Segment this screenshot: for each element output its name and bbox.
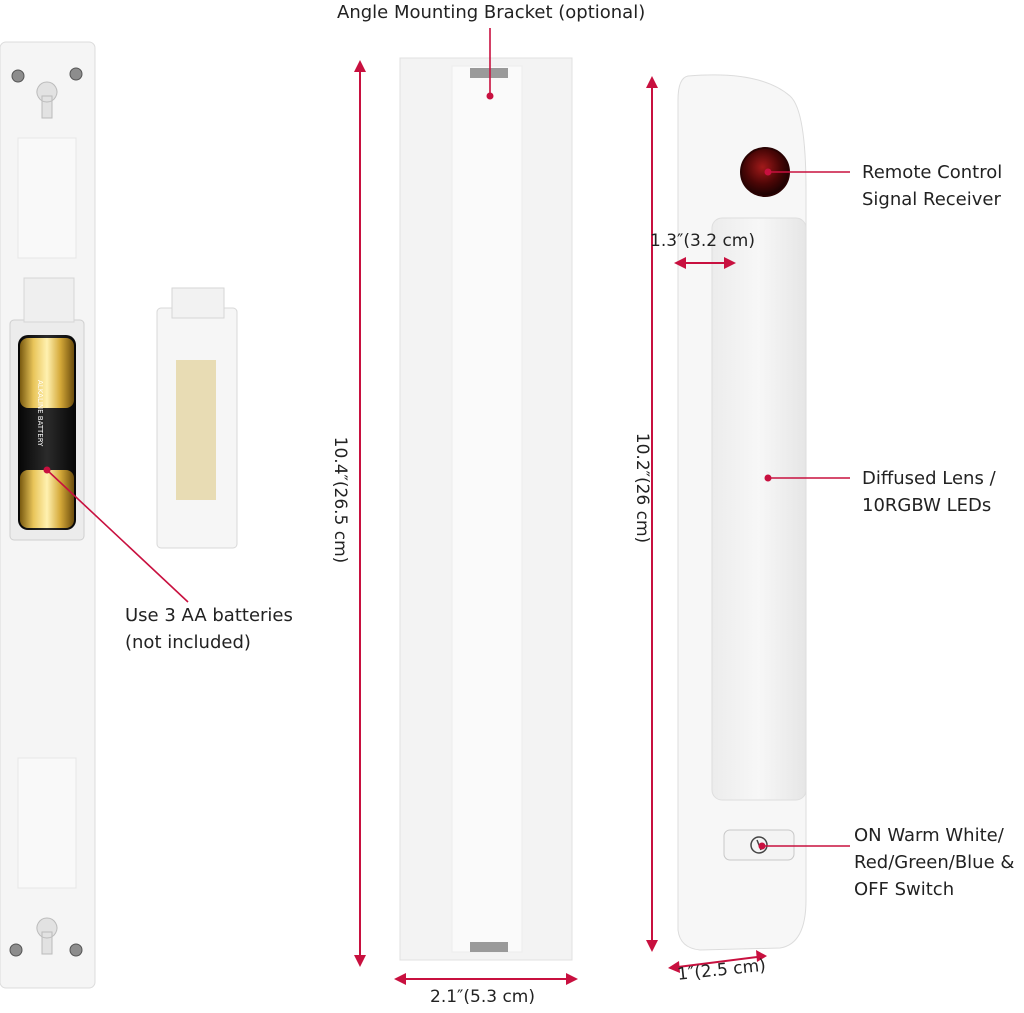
lens-label-line1: Diffused Lens / bbox=[862, 468, 996, 489]
battery-label-line2: (not included) bbox=[125, 632, 251, 653]
battery-label-line1: Use 3 AA batteries bbox=[125, 605, 293, 626]
receiver-label-line2: Signal Receiver bbox=[862, 189, 1001, 210]
light-bar bbox=[677, 74, 807, 951]
battery: ALKALINE BATTERY bbox=[18, 335, 76, 530]
receiver-label-line1: Remote Control bbox=[862, 162, 1003, 183]
diffused-lens bbox=[711, 217, 807, 801]
bracket-width-label: 2.1″(5.3 cm) bbox=[430, 987, 535, 1007]
mounting-clip bbox=[156, 287, 238, 549]
bracket-height-label: 10.4″(26.5 cm) bbox=[330, 436, 350, 564]
screw-icon bbox=[9, 67, 83, 957]
dimension-lines bbox=[354, 60, 767, 985]
lens-label-line2: 10RGBW LEDs bbox=[862, 495, 992, 516]
switch-label-line1: ON Warm White/ bbox=[854, 825, 1004, 846]
callout-leaders bbox=[43, 28, 850, 850]
battery-brand-text: ALKALINE BATTERY bbox=[36, 380, 44, 447]
angle-mounting-bracket bbox=[399, 57, 573, 961]
back-plate: ALKALINE BATTERY bbox=[0, 41, 96, 989]
light-height-label: 10.2″(26 cm) bbox=[632, 432, 652, 544]
light-width-label: 1.3″(3.2 cm) bbox=[650, 231, 755, 251]
bracket-label: Angle Mounting Bracket (optional) bbox=[337, 2, 646, 23]
keyhole-icon bbox=[36, 81, 58, 955]
switch-label-line3: OFF Switch bbox=[854, 879, 955, 900]
switch-label-line2: Red/Green/Blue & bbox=[854, 852, 1015, 873]
